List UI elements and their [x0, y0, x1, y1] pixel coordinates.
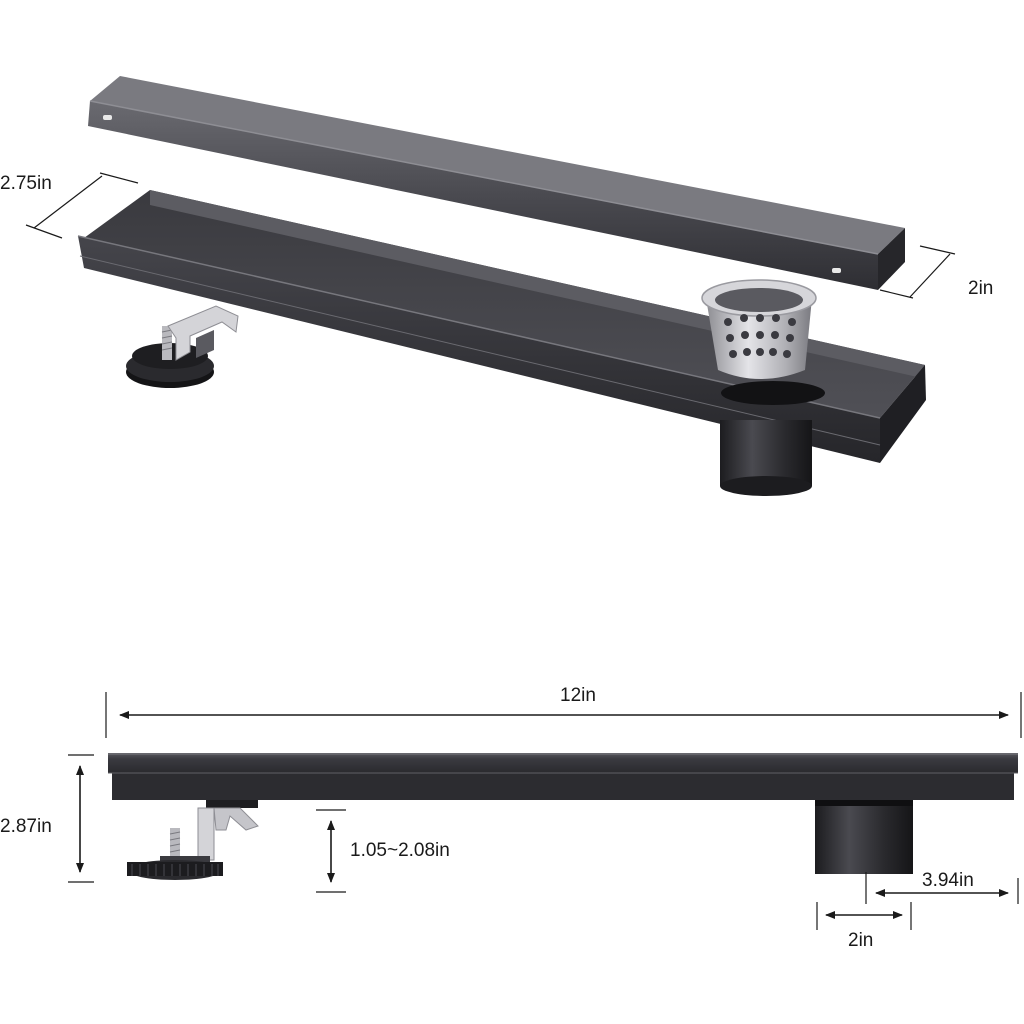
dim-outlet-offset: 3.94in [865, 870, 1019, 904]
strainer-basket [701, 279, 817, 379]
leveling-leg [126, 305, 239, 388]
dim-total-height-label: 2.87in [0, 816, 52, 837]
dim-grate-height-label: 2in [968, 278, 993, 299]
leveling-leg-side [127, 800, 259, 880]
slot-icon [832, 268, 841, 273]
cover-grate [88, 76, 905, 290]
drain-side-view [108, 753, 1018, 800]
dim-outlet-diameter: 2in [816, 902, 912, 951]
outlet-pipe-side [815, 800, 913, 874]
dim-depth-label: 2.75in [0, 173, 52, 194]
dim-outlet-offset-label: 3.94in [922, 870, 974, 891]
dim-leg-range: 1.05~2.08in [316, 809, 450, 893]
dim-length-label: 12in [560, 685, 596, 706]
outlet-pipe [720, 381, 825, 496]
dim-total-height: 2.87in [0, 754, 94, 883]
slot-icon [103, 115, 112, 120]
dim-leg-range-label: 1.05~2.08in [350, 840, 450, 861]
dim-outlet-diameter-label: 2in [848, 930, 873, 951]
dim-length: 12in [105, 685, 1022, 738]
dim-grate-height: 2in [879, 245, 993, 299]
dim-depth: 2.75in [0, 172, 139, 239]
